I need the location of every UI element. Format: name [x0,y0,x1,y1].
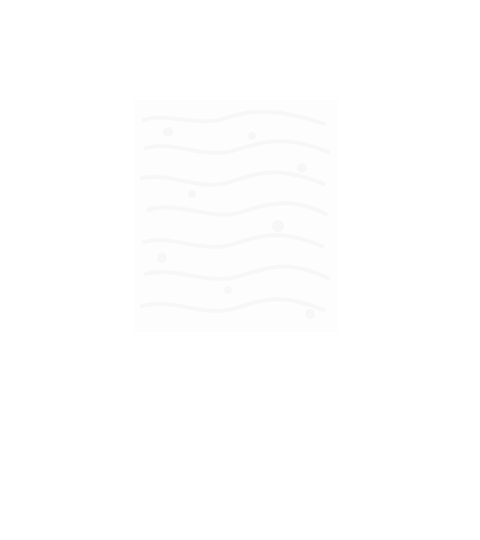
faint-texture-spots [157,127,315,319]
faint-texture-lines [140,109,330,313]
placeholder-background [134,100,338,332]
faint-texture-graphic [134,100,338,332]
faint-image-placeholder [134,100,338,332]
